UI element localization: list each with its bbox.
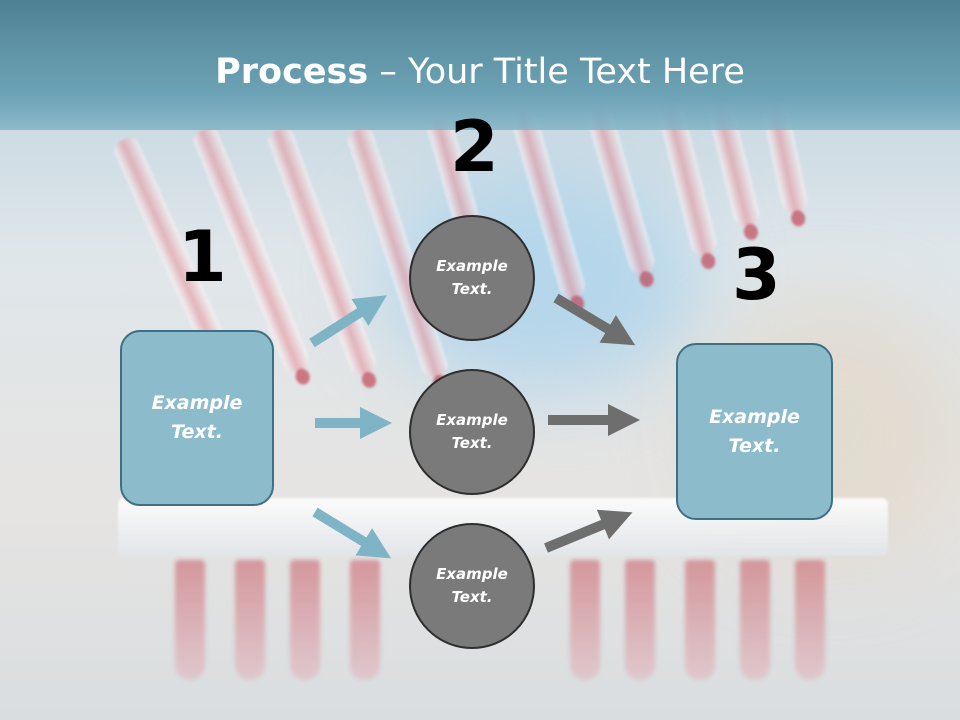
step-1-box-line2: Text. bbox=[171, 421, 223, 443]
circle-top-line2: Text. bbox=[451, 280, 493, 298]
step-number-1: 1 bbox=[178, 216, 227, 298]
step-number-3: 3 bbox=[732, 234, 781, 316]
step-1-box: Example Text. bbox=[120, 330, 274, 506]
circle-middle-line1: Example bbox=[436, 411, 508, 429]
sample-tube bbox=[685, 560, 715, 680]
circle-bottom-line1: Example bbox=[436, 565, 508, 583]
step-2-circle-top: Example Text. bbox=[409, 215, 535, 341]
step-3-box-line2: Text. bbox=[728, 434, 781, 457]
sample-tube bbox=[625, 560, 655, 680]
slide-title: Process – Your Title Text Here bbox=[0, 52, 960, 92]
sample-tube bbox=[570, 560, 600, 680]
slide-title-bold: Process bbox=[215, 52, 369, 92]
arrow-1-to-2-top bbox=[309, 295, 387, 348]
step-1-box-line1: Example bbox=[151, 392, 243, 414]
sample-tube bbox=[740, 560, 770, 680]
step-number-2: 2 bbox=[450, 106, 499, 188]
sample-tube bbox=[795, 560, 825, 680]
title-band bbox=[0, 0, 960, 130]
sample-tube bbox=[175, 560, 205, 680]
arrow-1-to-2-bottom bbox=[312, 507, 392, 559]
circle-top-line1: Example bbox=[436, 257, 508, 275]
arrow-2-to-3-bottom bbox=[544, 509, 633, 553]
arrow-2-to-3-top bbox=[553, 293, 636, 346]
sample-tube bbox=[235, 560, 265, 680]
circle-bottom-line2: Text. bbox=[451, 588, 493, 606]
circle-middle-line2: Text. bbox=[451, 434, 493, 452]
slide-title-rest: – Your Title Text Here bbox=[368, 52, 745, 92]
sample-tube bbox=[290, 560, 320, 680]
step-2-circle-middle: Example Text. bbox=[409, 369, 535, 495]
step-3-box-line1: Example bbox=[709, 405, 800, 428]
step-2-circle-bottom: Example Text. bbox=[409, 523, 535, 649]
sample-tube bbox=[350, 560, 380, 680]
step-3-box: Example Text. bbox=[676, 343, 833, 520]
